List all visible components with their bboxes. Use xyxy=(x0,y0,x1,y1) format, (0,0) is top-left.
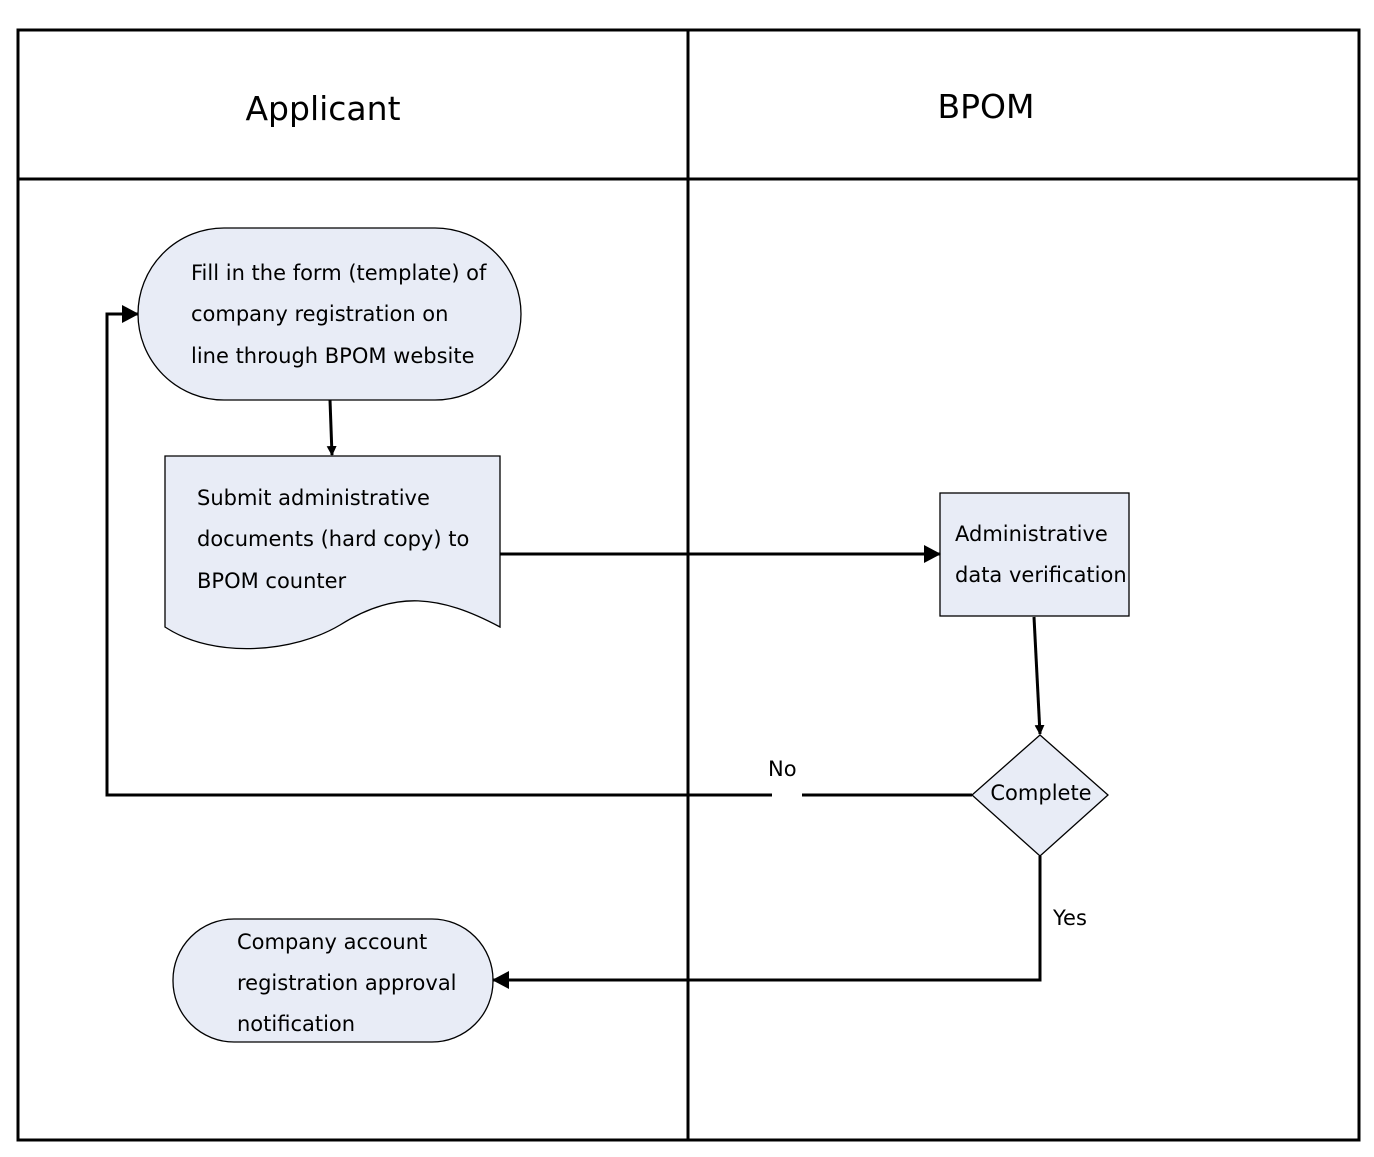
swimlane-frame xyxy=(16,28,1361,1142)
node-approval-notification: Company account registration approval no… xyxy=(172,918,494,1043)
node-submit-documents-line-1: Submit administrative xyxy=(197,486,430,510)
lane-title-applicant: Applicant xyxy=(245,89,400,128)
node-approval-line-1: Company account xyxy=(237,930,427,954)
node-fill-form-line-2: company registration on xyxy=(191,302,448,326)
node-submit-documents-line-3: BPOM counter xyxy=(197,569,347,593)
edge-verification-to-complete xyxy=(1032,616,1045,735)
node-fill-form-line-1: Fill in the form (template) of xyxy=(191,261,487,285)
node-complete-decision: Complete xyxy=(971,734,1109,857)
node-complete-label: Complete xyxy=(990,781,1091,805)
node-fill-form: Fill in the form (template) of company r… xyxy=(137,227,522,401)
node-data-verification-line-2: data verification xyxy=(955,563,1127,587)
node-data-verification: Administrative data verification xyxy=(939,492,1130,617)
edge-yes-to-approval xyxy=(492,856,1042,989)
edge-no-loop-back xyxy=(105,305,972,797)
lane-title-bpom: BPOM xyxy=(938,87,1035,126)
edge-label-no: No xyxy=(768,757,797,781)
node-data-verification-line-1: Administrative xyxy=(955,522,1108,546)
node-submit-documents-line-2: documents (hard copy) to xyxy=(197,527,469,551)
node-approval-line-2: registration approval xyxy=(237,971,457,995)
node-submit-documents: Submit administrative documents (hard co… xyxy=(164,455,501,650)
edge-label-yes: Yes xyxy=(1052,906,1087,930)
node-approval-line-3: notification xyxy=(237,1012,355,1036)
no-label-mask xyxy=(772,785,802,797)
edge-form-to-submit xyxy=(326,399,337,456)
node-fill-form-line-3: line through BPOM website xyxy=(191,344,475,368)
